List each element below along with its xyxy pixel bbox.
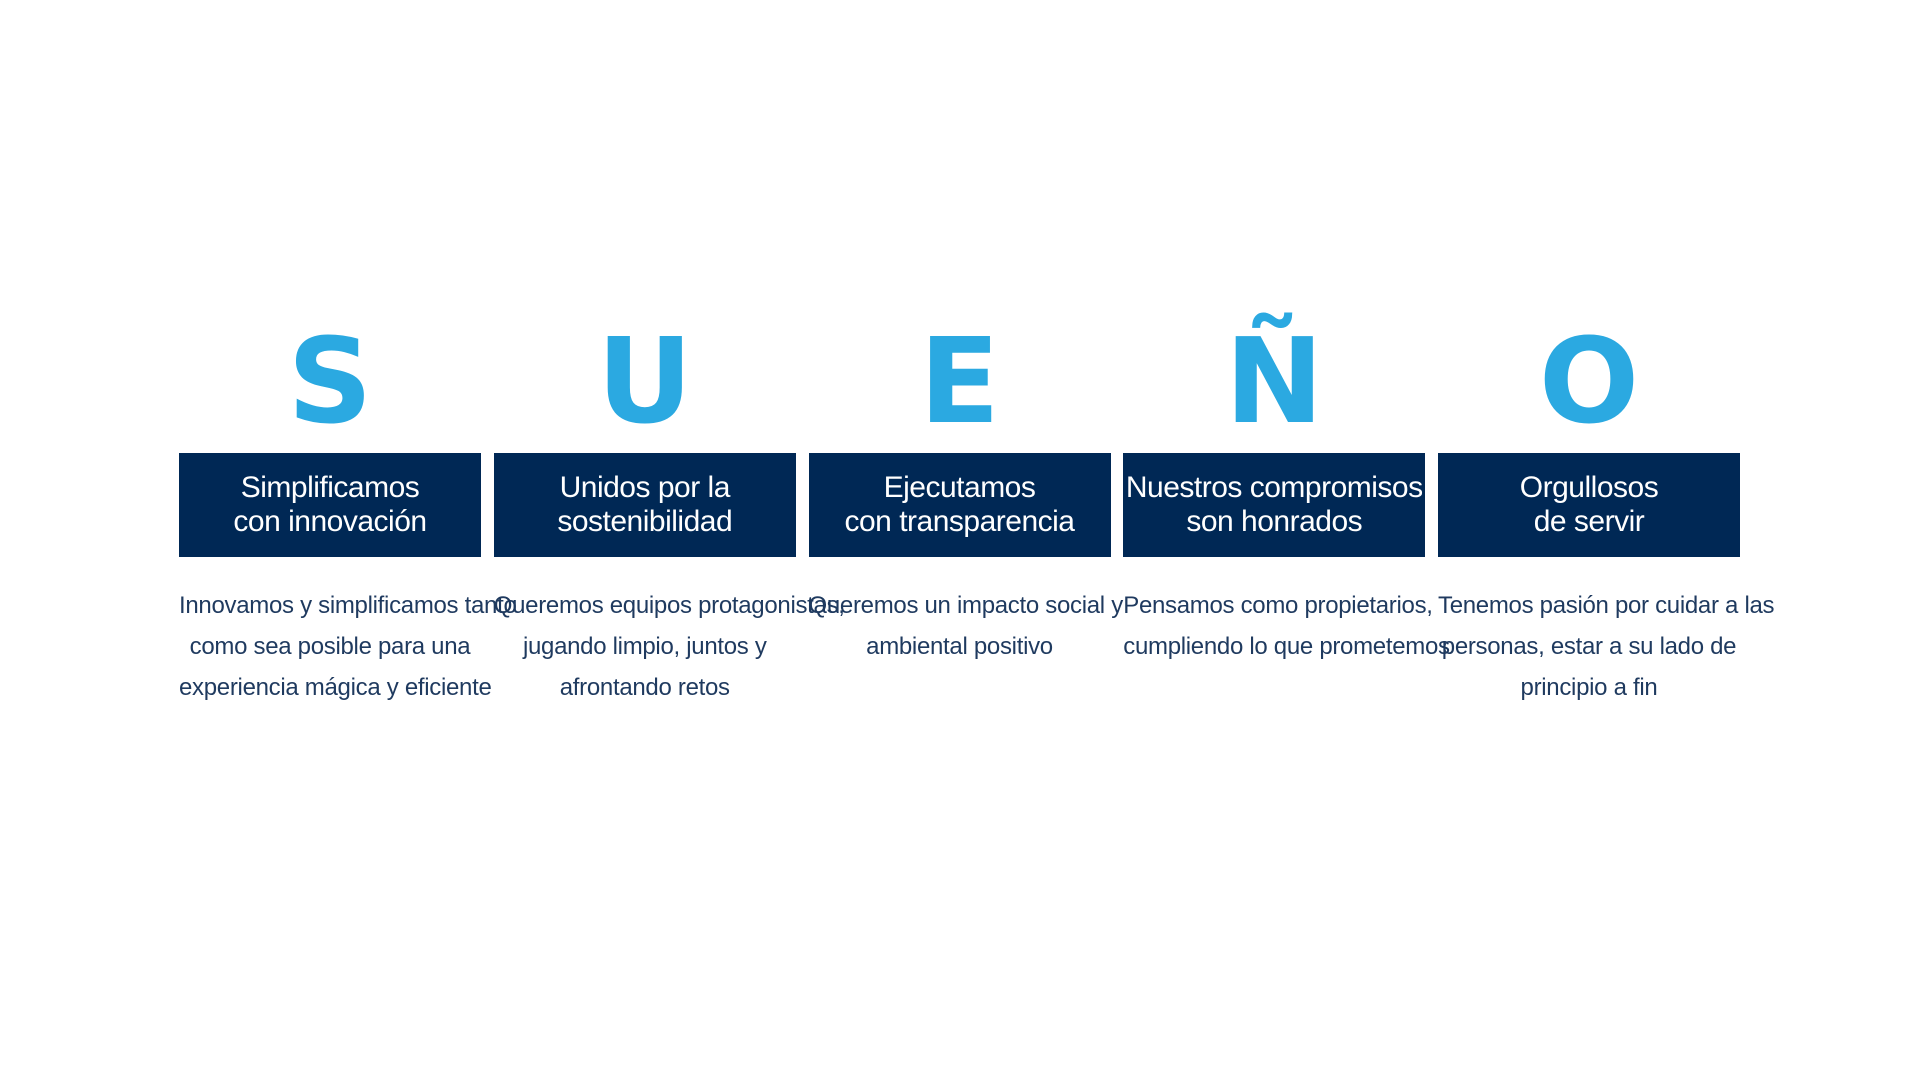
value-description: Queremos un impacto social y ambiental p… — [808, 585, 1124, 667]
value-description-line: Queremos un impacto social y — [808, 592, 1124, 619]
value-column-u: U Unidos por la sostenibilidad Queremos … — [493, 312, 845, 708]
value-description: Queremos equipos protagonistas, jugando … — [493, 585, 845, 708]
value-letter: S — [287, 312, 373, 450]
value-description-line: experiencia mágica y eficiente — [179, 674, 492, 701]
value-title-box: Nuestros compromisos son honrados — [1123, 453, 1426, 557]
value-description: Tenemos pasión por cuidar a las personas… — [1438, 585, 1775, 708]
value-description-line: Queremos equipos protagonistas, — [493, 592, 845, 619]
value-description-line: como sea posible para una — [189, 633, 471, 660]
value-title-line: Unidos por la — [559, 471, 731, 504]
value-column-o: O Orgullosos de servir Tenemos pasión po… — [1438, 312, 1775, 708]
value-description-line: ambiental positivo — [866, 633, 1053, 660]
value-description-line: jugando limpio, juntos y — [522, 633, 767, 660]
value-description-line: afrontando retos — [559, 674, 730, 701]
value-letter: Ñ — [1224, 312, 1324, 450]
value-description-line: Pensamos como propietarios, — [1123, 592, 1433, 619]
value-description: Innovamos y simplificamos tanto como sea… — [179, 585, 517, 708]
value-letter: O — [1538, 312, 1640, 450]
value-description-line: Tenemos pasión por cuidar a las — [1438, 592, 1775, 619]
value-title-line: sostenibilidad — [557, 505, 733, 538]
values-row: S Simplificamos con innovación Innovamos… — [179, 312, 1775, 708]
value-title-line: con innovación — [233, 505, 427, 538]
value-description: Pensamos como propietarios, cumpliendo l… — [1123, 585, 1450, 667]
value-title-line: con transparencia — [844, 505, 1075, 538]
value-title-line: Simplificamos — [240, 471, 420, 504]
value-title-line: Orgullosos — [1519, 471, 1659, 504]
value-column-enie: Ñ Nuestros compromisos son honrados Pens… — [1123, 312, 1450, 708]
value-title-box: Ejecutamos con transparencia — [808, 453, 1111, 557]
value-title-line: Nuestros compromisos — [1125, 471, 1423, 504]
value-letter: E — [919, 312, 1000, 450]
value-description-line: principio a fin — [1520, 674, 1658, 701]
value-title-box: Simplificamos con innovación — [179, 453, 481, 557]
value-title-line: son honrados — [1186, 505, 1363, 538]
value-title-line: de servir — [1533, 505, 1645, 538]
value-description-line: personas, estar a su lado de — [1441, 633, 1737, 660]
value-letter: U — [596, 312, 693, 450]
value-column-s: S Simplificamos con innovación Innovamos… — [179, 312, 517, 708]
value-title-box: Unidos por la sostenibilidad — [493, 453, 796, 557]
value-title-line: Ejecutamos — [883, 471, 1036, 504]
value-description-line: Innovamos y simplificamos tanto — [179, 592, 517, 619]
value-title-box: Orgullosos de servir — [1438, 453, 1740, 557]
value-column-e: E Ejecutamos con transparencia Queremos … — [808, 312, 1124, 708]
value-description-line: cumpliendo lo que prometemos — [1123, 633, 1450, 660]
